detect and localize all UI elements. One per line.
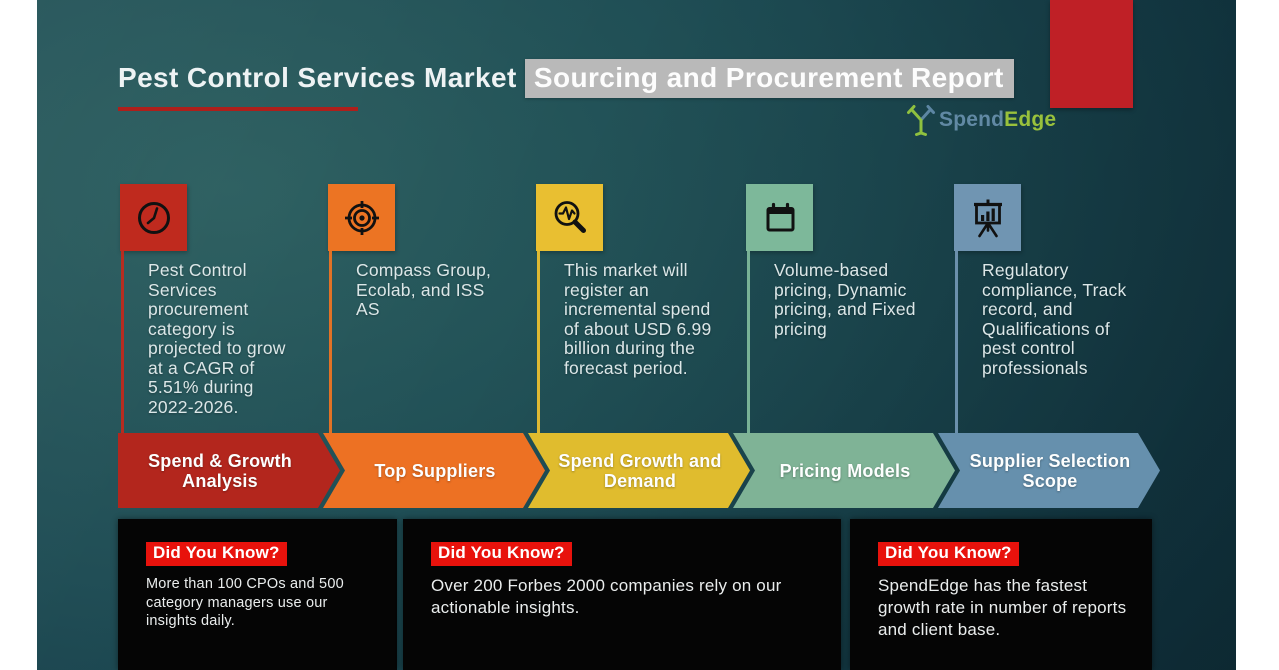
chevron-spend-growth-demand: Spend Growth and Demand — [528, 433, 750, 508]
fact-box-3: Did You Know? SpendEdge has the fastest … — [850, 519, 1152, 670]
icon-box-supplier-selection — [954, 184, 1021, 251]
spendedge-logo-icon — [907, 105, 935, 136]
fact-text: Over 200 Forbes 2000 companies rely on o… — [431, 576, 782, 617]
chevron-supplier-selection-scope: Supplier Selection Scope — [938, 433, 1160, 508]
logo-edge: Edge — [1004, 108, 1057, 131]
spendedge-logo: SpendEdge — [903, 103, 1056, 137]
column-text-supplier-selection: Regulatory compliance, Track record, and… — [982, 260, 1127, 378]
page-title-plain: Pest Control Services Market — [118, 62, 525, 93]
icon-box-top-suppliers — [328, 184, 395, 251]
column-text-pricing-models: Volume-based pricing, Dynamic pricing, a… — [774, 260, 916, 339]
chevron-label: Spend Growth and Demand — [558, 450, 722, 491]
column-text-spend-growth: Pest Control Services procurement catego… — [148, 260, 286, 417]
page-title-highlight: Sourcing and Procurement Report — [524, 59, 1014, 98]
icon-box-pricing-models — [746, 184, 813, 251]
chevron-pricing-models: Pricing Models — [733, 433, 955, 508]
connector-line — [537, 251, 540, 433]
connector-line — [747, 251, 750, 433]
magnifier-pulse-icon — [554, 200, 586, 233]
icon-box-spend-growth — [120, 184, 187, 251]
connector-line — [121, 251, 124, 433]
connector-line — [955, 251, 958, 433]
clock-icon — [137, 201, 170, 234]
fact-text: SpendEdge has the fastest growth rate in… — [878, 576, 1127, 639]
did-you-know-badge: Did You Know? — [878, 542, 1019, 566]
connector-line — [329, 251, 332, 433]
fact-text: More than 100 CPOs and 500 category mana… — [146, 576, 344, 630]
title-underline — [118, 107, 358, 111]
chevron-label: Top Suppliers — [374, 460, 496, 481]
chevron-label: Pricing Models — [779, 460, 911, 481]
fact-box-1: Did You Know? More than 100 CPOs and 500… — [118, 519, 397, 670]
chevron-spend-growth-analysis: Spend & Growth Analysis — [118, 433, 340, 508]
column-text-top-suppliers: Compass Group, Ecolab, and ISS AS — [356, 260, 492, 319]
logo-spend: Spend — [939, 108, 1005, 131]
corner-accent-block — [1050, 0, 1133, 108]
icon-box-spend-demand — [536, 184, 603, 251]
slide-background: Pest Control Services Market Sourcing an… — [37, 0, 1236, 670]
calendar-icon — [766, 202, 794, 231]
did-you-know-badge: Did You Know? — [431, 542, 572, 566]
chevron-top-suppliers: Top Suppliers — [323, 433, 545, 508]
chevron-label: Supplier Selection Scope — [969, 450, 1131, 491]
did-you-know-badge: Did You Know? — [146, 542, 287, 566]
presentation-chart-icon — [973, 199, 1002, 237]
chevron-label: Spend & Growth Analysis — [148, 450, 292, 491]
fact-box-2: Did You Know? Over 200 Forbes 2000 compa… — [403, 519, 841, 670]
page-title: Pest Control Services Market Sourcing an… — [118, 57, 1014, 98]
column-text-spend-demand: This market will register an incremental… — [564, 260, 712, 378]
spendedge-logo-text: SpendEdge — [939, 108, 1056, 132]
target-icon — [344, 200, 379, 235]
